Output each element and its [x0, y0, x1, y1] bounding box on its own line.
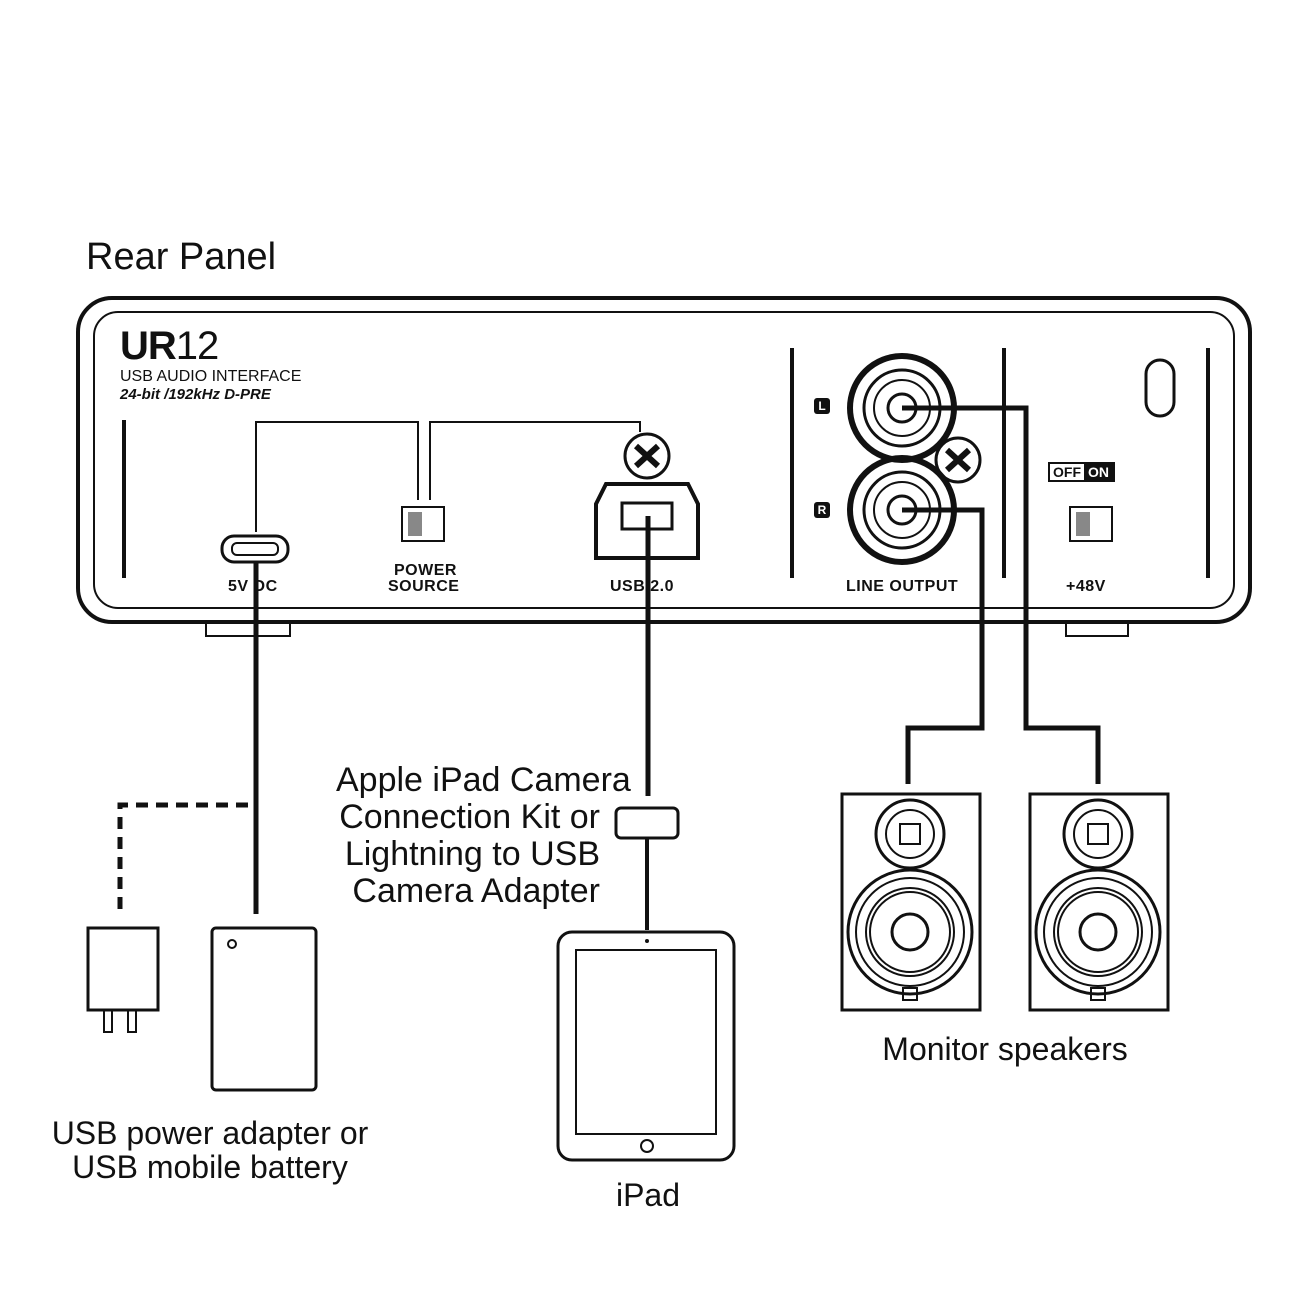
power-source-switch [401, 506, 445, 542]
adapter-dashed-cable [117, 802, 248, 915]
right-channel-cable [902, 507, 985, 784]
usb-b-port [594, 482, 700, 560]
device-model: UR12 [120, 324, 219, 369]
output-screw-icon [934, 436, 982, 484]
channel-right-badge: R [814, 502, 830, 518]
power-caption-line1: USB power adapter or [51, 1115, 369, 1151]
usb-power-adapter [86, 926, 160, 1012]
monitor-speaker-left [840, 792, 982, 1012]
phantom-off-label: OFF [1053, 464, 1081, 480]
model-number: 12 [175, 324, 219, 368]
camera-adapter-caption: Apple iPad Camera Connection Kit or Ligh… [336, 761, 631, 910]
power-caption-line2: USB mobile battery [72, 1149, 348, 1185]
adapter-caption-line1: Apple iPad Camera [336, 761, 631, 799]
device-subtitle-2: 24-bit /192kHz D-PRE [120, 386, 271, 403]
adapter-caption-line4: Camera Adapter [352, 872, 600, 910]
device-subtitle-1: USB AUDIO INTERFACE [120, 368, 302, 385]
panel-foot-left [205, 621, 291, 637]
camera-adapter [614, 806, 680, 840]
model-prefix: UR [120, 324, 177, 368]
usb-screw-icon [623, 432, 671, 480]
line-output-label: LINE OUTPUT [846, 578, 959, 595]
panel-foot-right [1065, 621, 1129, 637]
rear-panel-outer [76, 296, 1252, 624]
phantom-power-label: +48V [1066, 578, 1106, 595]
left-channel-cable [902, 405, 1101, 784]
usb-port-label: USB 2.0 [610, 578, 674, 595]
power-source-label-2: SOURCE [388, 578, 460, 595]
phantom-switch [1069, 506, 1113, 542]
usb-mobile-battery [210, 926, 318, 1092]
speakers-caption: Monitor speakers [882, 1031, 1128, 1067]
power-source-label-1: POWER [394, 562, 457, 579]
channel-left-badge: L [814, 398, 830, 414]
phantom-on-label: ON [1084, 464, 1113, 480]
adapter-caption-line3: Lightning to USB [344, 835, 600, 873]
power-devices-caption: USB power adapter or USB mobile battery [30, 1116, 390, 1184]
rear-panel-inner [93, 311, 1235, 609]
monitor-speaker-right [1028, 792, 1170, 1012]
adapter-caption-line2: Connection Kit or [339, 798, 600, 836]
ipad-device [556, 930, 736, 1162]
kensington-slot [1144, 358, 1176, 418]
rear-panel-title: Rear Panel [86, 236, 277, 278]
dc-port-label: 5V DC [228, 578, 278, 595]
ipad-caption: iPad [615, 1177, 681, 1213]
